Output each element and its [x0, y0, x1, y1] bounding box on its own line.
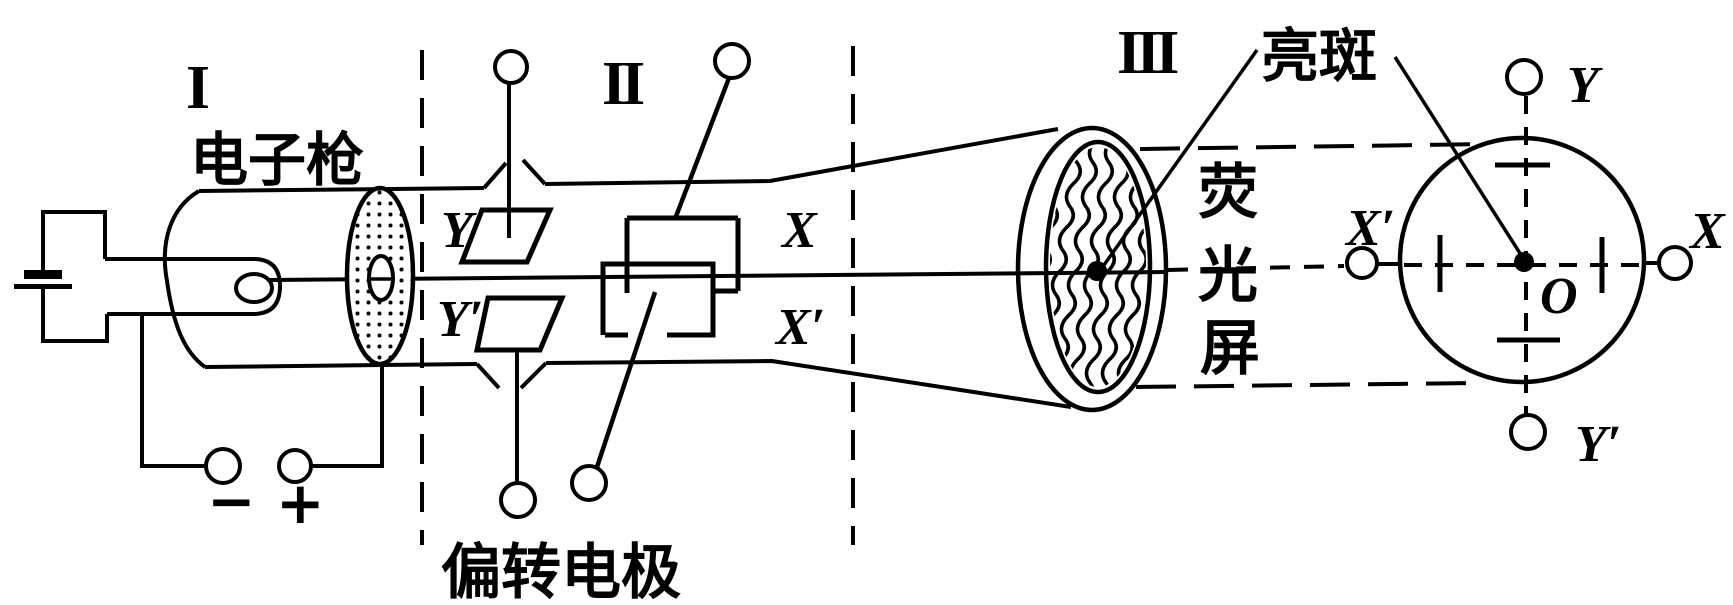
y-prime-plate-label: Y′ — [437, 291, 483, 348]
wire-battery-bottom — [41, 289, 109, 343]
bright-spot-leader-right — [1393, 56, 1525, 259]
projection-line-top — [1139, 142, 1492, 151]
minus-terminal-circle — [204, 447, 242, 485]
wire-to-minus-terminal — [140, 314, 206, 468]
anode — [344, 185, 416, 367]
envelope-bottom-right-flare — [545, 358, 1072, 409]
filament-loop — [234, 272, 274, 304]
front-view-center-dot — [1514, 252, 1534, 272]
x-terminal-circle — [713, 42, 751, 80]
battery-plate-thin — [14, 284, 72, 289]
deflection-electrodes-label: 偏转电极 — [441, 538, 681, 605]
x-prime-plate-front — [600, 261, 716, 338]
fluorescent-char-3: 屏 — [1200, 314, 1260, 384]
envelope-top-left — [198, 186, 485, 193]
x-prime-plate-lead — [594, 291, 658, 468]
y-deflection-plates — [458, 49, 566, 519]
front-y-terminal-circle — [1505, 58, 1543, 96]
bright-spot-leader-left — [1102, 48, 1259, 267]
front-y-prime-label: Y′ — [1575, 416, 1621, 473]
y-terminal-circle — [493, 49, 529, 85]
x-plate-back — [624, 215, 741, 294]
plus-terminal-circle — [277, 448, 313, 484]
electron-gun-circuit — [14, 210, 384, 485]
electron-gun-label: 电子枪 — [190, 126, 364, 194]
x-deflection-plates — [570, 42, 751, 502]
envelope-top-right-flare — [544, 127, 1059, 186]
bright-spot-dot — [1087, 261, 1107, 281]
tube-envelope — [162, 127, 1072, 409]
y-prime-plate — [473, 295, 566, 353]
y-plate — [458, 207, 554, 265]
front-y-prime-terminal-circle — [1509, 413, 1547, 451]
section-3-numeral: III — [1117, 19, 1178, 87]
front-x-prime-label: X′ — [1344, 200, 1395, 257]
fluorescent-char-1: 荧 — [1198, 158, 1258, 228]
front-x-label: X — [1688, 203, 1726, 260]
front-x-terminal-circle — [1657, 245, 1693, 281]
wire-plus-to-anode — [311, 362, 384, 468]
minus-sign: − — [207, 467, 256, 535]
plus-sign: + — [276, 469, 325, 537]
envelope-bottom-notch — [475, 361, 548, 390]
gun-left-arc — [162, 189, 207, 369]
origin-label: O — [1540, 268, 1578, 325]
y-plate-label: Y — [441, 202, 477, 259]
x-prime-terminal-circle — [570, 464, 608, 502]
battery-plate-thick — [24, 270, 62, 279]
front-x-prime-terminal-circle — [1345, 246, 1379, 280]
y-prime-terminal-circle — [499, 481, 537, 519]
beam-axis — [269, 270, 1167, 282]
filament-leads — [105, 257, 283, 316]
x-prime-plate-label: X′ — [774, 299, 825, 356]
section-2-numeral: II — [602, 50, 644, 118]
x-plate-lead — [672, 77, 732, 220]
wire-battery-top — [41, 210, 107, 270]
x-plate-label: X — [780, 202, 818, 259]
front-y-label: Y — [1567, 57, 1603, 114]
fluorescent-char-2: 光 — [1198, 241, 1258, 311]
axis-dashed-extension — [1167, 264, 1345, 272]
envelope-top-notch — [482, 158, 547, 190]
envelope-bottom-left — [204, 362, 478, 369]
screen-front-view — [1345, 56, 1693, 451]
bright-spot-label: 亮斑 — [1261, 22, 1377, 90]
